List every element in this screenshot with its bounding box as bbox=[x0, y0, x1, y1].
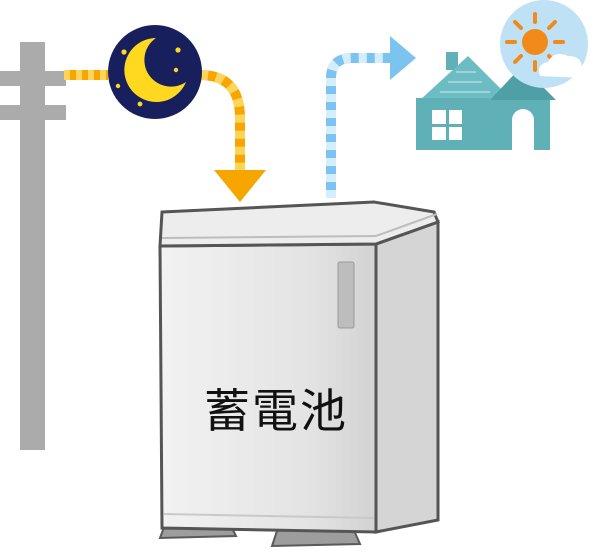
night-power-line bbox=[64, 70, 266, 202]
moon-icon bbox=[108, 25, 202, 119]
house-icon bbox=[416, 52, 556, 150]
battery-unit bbox=[158, 200, 440, 548]
arrow-down-icon bbox=[214, 170, 266, 202]
utility-pole-icon bbox=[0, 42, 66, 450]
battery-label: 蓄電池 bbox=[204, 384, 348, 438]
arrow-right-icon bbox=[390, 36, 416, 80]
day-power-line bbox=[326, 36, 416, 198]
sun-cloud-icon bbox=[500, 0, 588, 88]
